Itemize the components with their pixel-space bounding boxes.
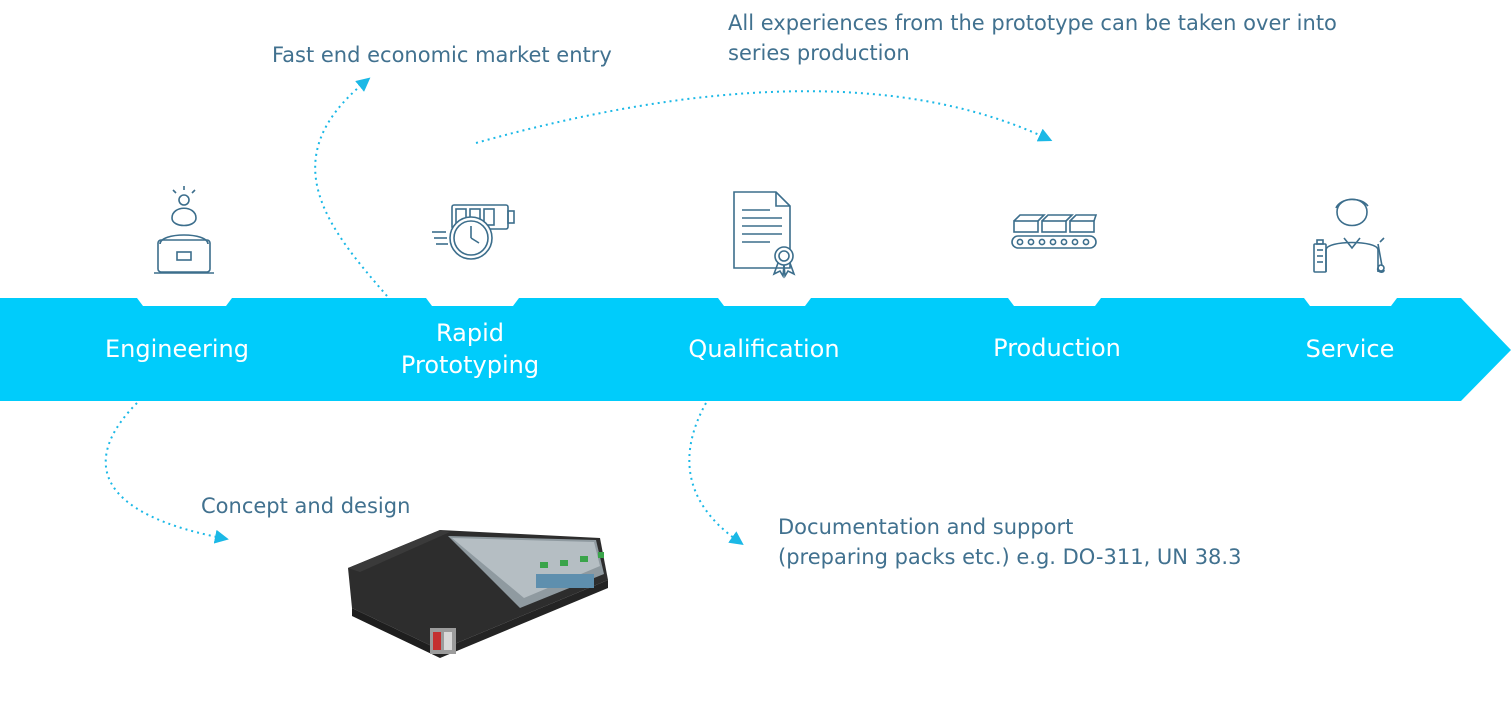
stage-engineering-label: Engineering	[105, 335, 249, 363]
stage-service-label: Service	[1305, 335, 1395, 363]
battery-clock-icon	[432, 204, 515, 260]
battery-pack-icon	[348, 530, 608, 658]
connector-concept-design	[104, 402, 229, 544]
annotation-documentation: Documentation and support (preparing pac…	[778, 512, 1241, 572]
connector-market-entry	[314, 77, 388, 297]
annotation-docs-line2: (preparing packs etc.) e.g. DO-311, UN 3…	[778, 545, 1242, 569]
connector-documentation	[688, 402, 744, 546]
stage-rapid-prototyping-label: Rapid Prototyping	[350, 317, 590, 381]
conveyor-belt-icon	[1011, 214, 1098, 249]
stage-qualification-label: Qualification	[688, 335, 840, 363]
annotation-series-production: All experiences from the prototype can b…	[728, 8, 1337, 68]
annotation-series-line1: All experiences from the prototype can b…	[728, 11, 1337, 35]
stage-production-label: Production	[993, 334, 1121, 362]
engineer-laptop-icon	[154, 186, 214, 274]
annotation-market-entry: Fast end economic market entry	[272, 43, 612, 67]
annotation-series-line2: series production	[728, 41, 910, 65]
stage-rapid-line1: Rapid	[436, 319, 504, 347]
service-technician-icon	[1313, 198, 1385, 273]
connector-series-production	[475, 90, 1053, 144]
stage-rapid-line2: Prototyping	[400, 351, 540, 379]
process-arrow-band	[0, 298, 1511, 401]
annotation-concept-design: Concept and design	[201, 494, 411, 518]
annotation-docs-line1: Documentation and support	[778, 515, 1074, 539]
certificate-document-icon	[733, 191, 796, 279]
